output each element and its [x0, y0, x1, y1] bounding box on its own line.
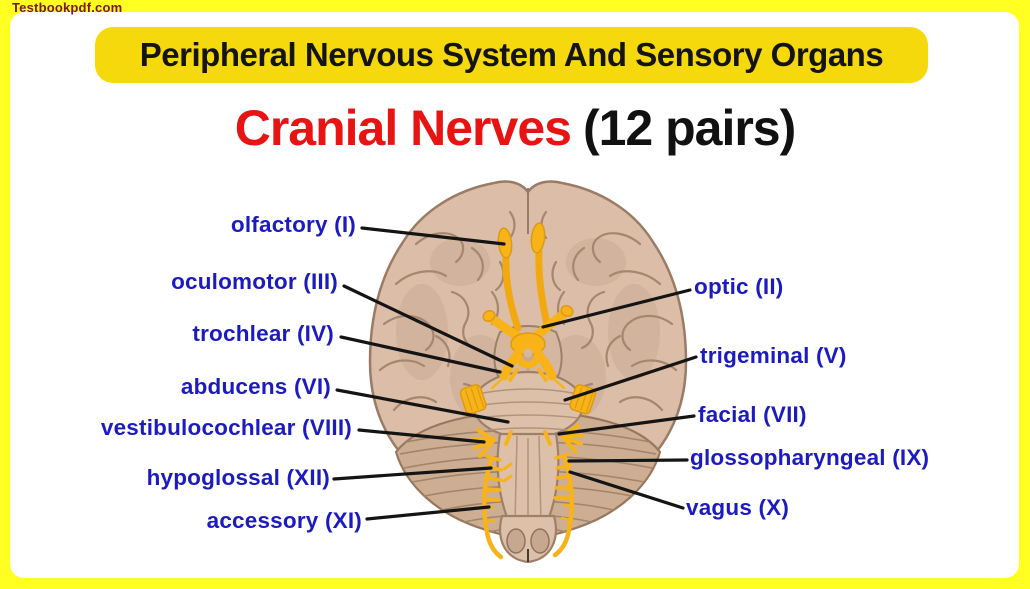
label-abducens-vi: abducens (VI) — [180, 374, 331, 399]
leader-glossopharyngeal — [567, 458, 689, 463]
page-title-rest: (12 pairs) — [582, 100, 796, 156]
label-vestibulocochlear-viii: vestibulocochlear (VIII) — [100, 415, 352, 440]
label-optic-ii: optic (II) — [694, 274, 784, 299]
label-facial-vii: facial (VII) — [698, 402, 807, 427]
leader-vestibulocochlear — [357, 428, 486, 444]
label-vagus-x: vagus (X) — [686, 495, 790, 520]
leader-trigeminal — [563, 355, 698, 402]
medulla-rootlets — [485, 452, 572, 502]
label-trigeminal-v: trigeminal (V) — [700, 343, 847, 368]
label-accessory-xi: accessory (XI) — [206, 508, 362, 533]
leader-vagus — [568, 470, 685, 510]
page-title-highlight: Cranial Nerves — [234, 100, 572, 156]
cranial-nerve-structures — [459, 222, 597, 560]
leader-facial — [557, 414, 696, 436]
page-title: Cranial Nerves(12 pairs) — [0, 99, 1030, 157]
label-oculomotor-iii: oculomotor (III) — [171, 269, 338, 294]
leader-trochlear — [339, 335, 502, 374]
watermark: Testbookpdf.com — [12, 0, 123, 15]
leader-olfactory — [360, 226, 506, 246]
trigeminal-roots — [459, 384, 597, 415]
leader-oculomotor — [342, 284, 514, 368]
optic-chiasm — [482, 304, 574, 381]
label-glossopharyngeal-ix: glossopharyngeal (IX) — [690, 445, 930, 470]
brain-illustration — [368, 180, 688, 564]
label-hypoglossal-xii: hypoglossal (XII) — [146, 465, 330, 490]
label-olfactory-i: olfactory (I) — [230, 212, 356, 237]
banner-text: Peripheral Nervous System And Sensory Or… — [139, 36, 884, 73]
leader-optic — [541, 288, 692, 329]
abducens-roots — [504, 430, 552, 446]
leader-accessory — [365, 505, 491, 521]
accessory-nerve — [482, 455, 574, 560]
leader-abducens — [335, 388, 510, 424]
label-trochlear-iv: trochlear (IV) — [192, 321, 334, 346]
leader-hypoglossal — [332, 466, 493, 481]
banner: Peripheral Nervous System And Sensory Or… — [95, 27, 928, 83]
oculomotor-trochlear-roots — [490, 368, 566, 390]
